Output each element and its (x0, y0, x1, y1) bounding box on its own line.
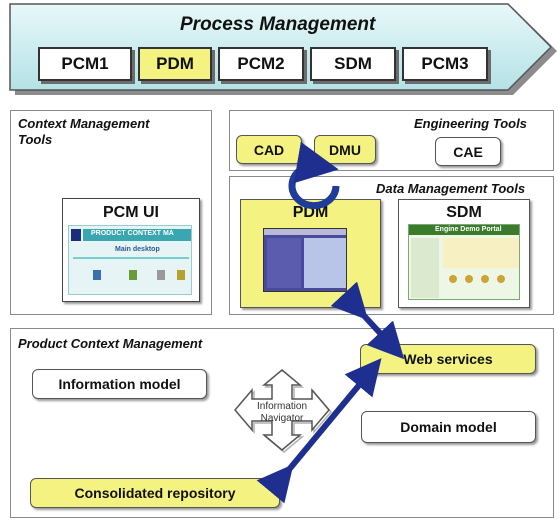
process-item-sdm[interactable]: SDM (310, 47, 396, 81)
sdm-label: SDM (446, 204, 482, 221)
product-context-title: Product Context Management (18, 336, 203, 351)
engineering-tools-title: Engineering Tools (414, 116, 527, 131)
cae-button[interactable]: CAE (435, 137, 501, 166)
pcm-ui-screen-header (83, 229, 191, 241)
domain-model-box[interactable]: Domain model (361, 411, 536, 443)
pcm-ui-label: PCM UI (103, 204, 159, 221)
process-item-pcm3[interactable]: PCM3 (402, 47, 488, 81)
process-item-pdm[interactable]: PDM (138, 47, 212, 81)
cad-button[interactable]: CAD (236, 135, 302, 164)
pcm-ui-logo (71, 229, 81, 241)
sdm-screenshot: Engine Demo Portal (408, 224, 520, 300)
pcm-ui-screen-subtitle: Main desktop (115, 246, 160, 253)
pcm-ui-desktop-icon (93, 270, 101, 280)
sdm-screen-icon (449, 275, 457, 283)
sdm-screen-icon (497, 275, 505, 283)
pcm-ui-divider (73, 257, 189, 259)
sdm-screen-title: Engine Demo Portal (435, 226, 502, 233)
pdm-screenshot (263, 228, 347, 292)
process-title: Process Management (180, 14, 376, 35)
pcm-ui-desktop-icon (177, 270, 185, 280)
sdm-screen-content (443, 238, 519, 268)
sdm-screen-header (409, 225, 519, 235)
sdm-screen-icon (481, 275, 489, 283)
sdm-screen-tree (411, 238, 439, 298)
pcm-ui-screenshot: PRODUCT CONTEXT MA Main desktop (68, 225, 192, 295)
sdm-screen-icon (465, 275, 473, 283)
pdm-webservices-connector (330, 281, 405, 360)
pdm-screen-table (304, 238, 346, 288)
information-model-box[interactable]: Information model (32, 369, 207, 399)
process-item-pcm2[interactable]: PCM2 (218, 47, 304, 81)
pcm-ui-desktop-icon (129, 270, 137, 280)
pdm-screen-toolbar (264, 229, 346, 235)
repository-webservices-connector (256, 358, 382, 504)
context-tools-title-line1: Context Management (18, 116, 150, 131)
process-item-pcm1[interactable]: PCM1 (38, 47, 132, 81)
pcm-ui-desktop-icon (157, 270, 165, 280)
context-tools-title-line2: Tools (18, 132, 53, 147)
consolidated-repository-box[interactable]: Consolidated repository (30, 478, 280, 508)
sync-cycle-arrow (288, 141, 340, 210)
pdm-screen-tree (267, 238, 301, 288)
pcm-ui-screen-title: PRODUCT CONTEXT MA (91, 230, 174, 237)
data-tools-title: Data Management Tools (376, 181, 526, 196)
